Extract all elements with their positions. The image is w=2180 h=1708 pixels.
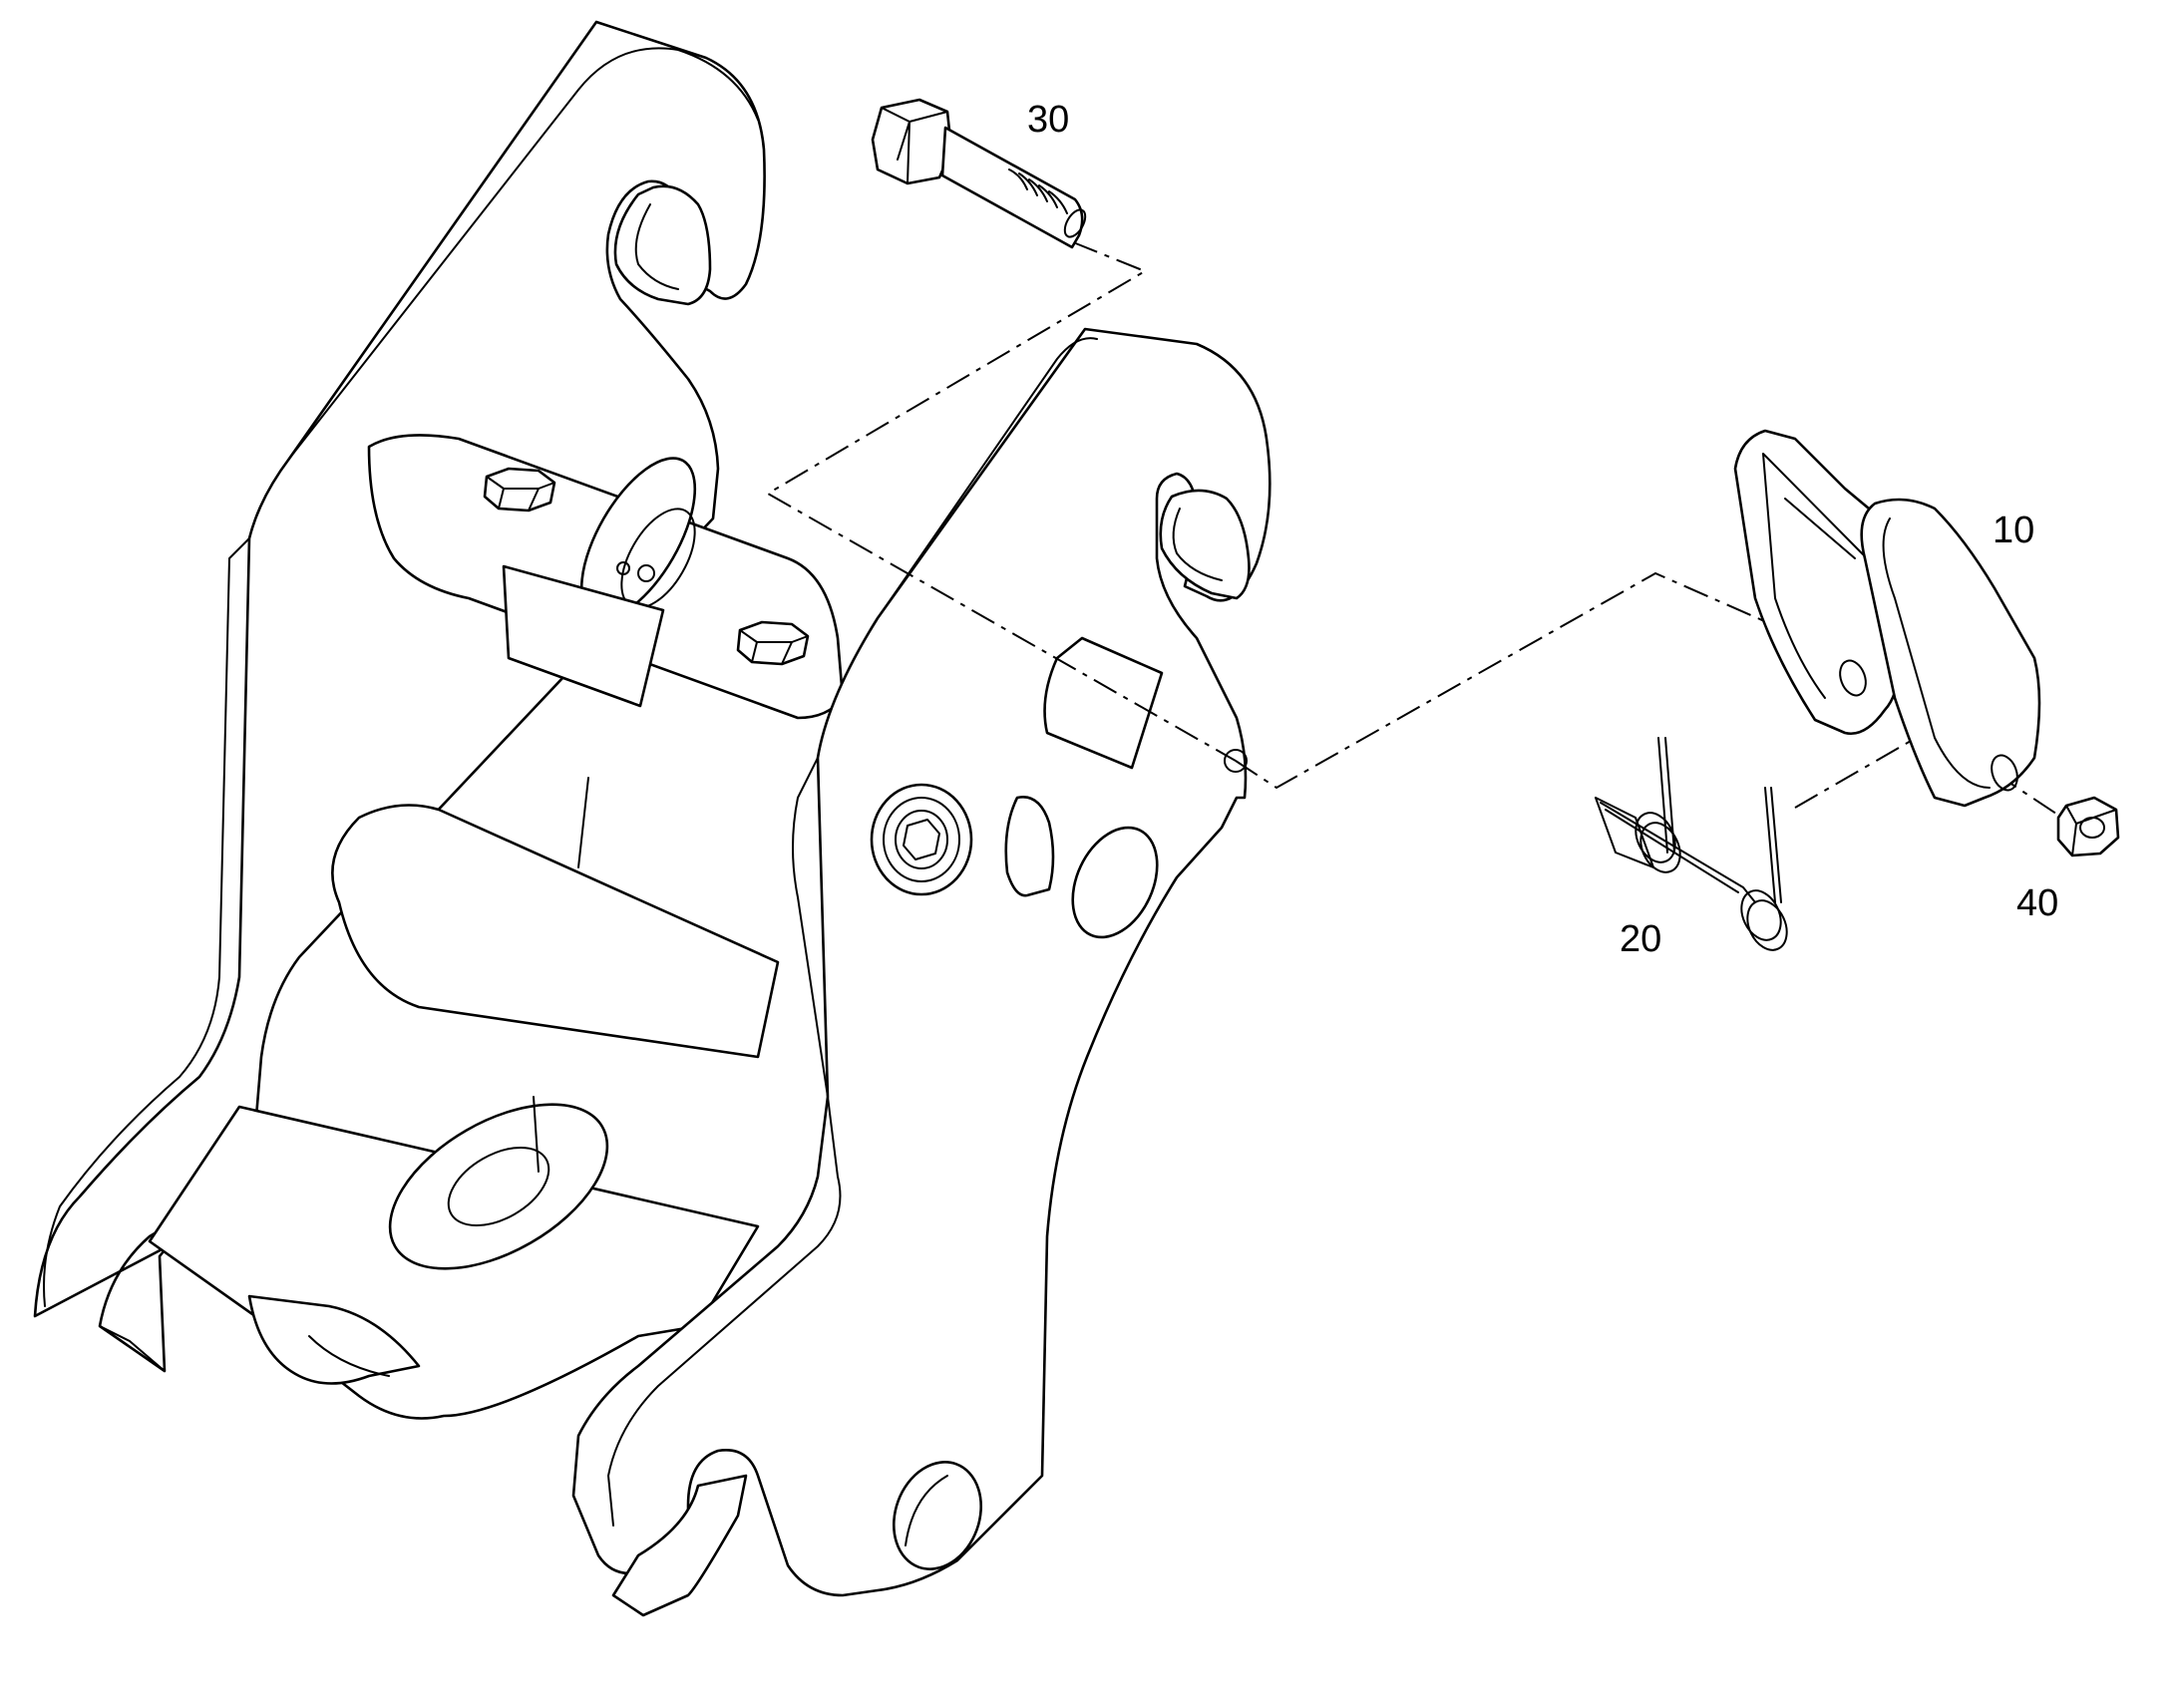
callout-30: 30 (1027, 99, 1069, 141)
lower-bushing (388, 1103, 609, 1270)
plate-socket-bolt (870, 783, 973, 896)
left-side-plate (33, 20, 766, 1373)
right-plate-edge (607, 1096, 842, 1527)
part-30-hex-bolt (871, 98, 1087, 249)
plate-square-slot (1043, 636, 1164, 770)
callout-40: 40 (2016, 882, 2058, 924)
plate-half-moon-cutout (1004, 796, 1055, 897)
callout-20: 20 (1620, 918, 1661, 960)
right-plate-hook (1159, 489, 1251, 600)
latch-pin-hole (1224, 749, 1248, 773)
lower-mount-hole (892, 1461, 983, 1570)
tube-bolt-lower (736, 620, 810, 666)
tube-window (502, 564, 665, 708)
tube-bolt-upper (483, 467, 556, 512)
left-plate-hook (613, 184, 712, 306)
part-10-latch (1733, 429, 2041, 808)
callout-10: 10 (1993, 510, 2034, 551)
left-plate-inner-edge (288, 47, 759, 460)
coupler-bracket (33, 20, 1272, 1617)
middle-cross-tube (331, 804, 780, 1059)
part-20-torsion-spring (1595, 737, 1788, 951)
plate-oval-cutout (1071, 826, 1159, 939)
part-40-hex-nut (2056, 796, 2120, 857)
left-plate-claw (611, 1474, 748, 1617)
